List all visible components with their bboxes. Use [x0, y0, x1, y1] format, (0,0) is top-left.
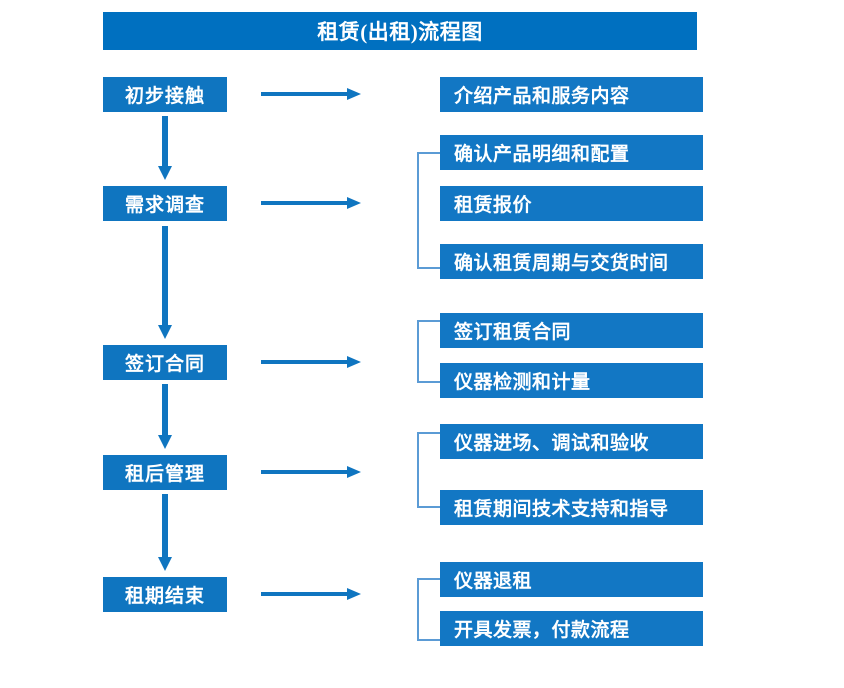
- group-bracket-icon: [417, 578, 441, 641]
- right-arrow-icon: [261, 587, 362, 601]
- group-bracket-icon: [417, 432, 441, 508]
- detail-box-introduce-products[interactable]: 介绍产品和服务内容: [440, 77, 703, 112]
- right-arrow-icon: [261, 465, 362, 479]
- down-arrow-icon: [154, 116, 176, 182]
- stage-box-initial-contact[interactable]: 初步接触: [103, 77, 227, 112]
- group-bracket-icon: [417, 152, 441, 269]
- detail-box-lease-quotation[interactable]: 租赁报价: [440, 186, 703, 221]
- stage-box-requirement-survey[interactable]: 需求调查: [103, 186, 227, 221]
- detail-box-instrument-inspection[interactable]: 仪器检测和计量: [440, 363, 703, 398]
- detail-box-instrument-entry-commissioning[interactable]: 仪器进场、调试和验收: [440, 424, 703, 459]
- group-bracket-icon: [417, 320, 441, 383]
- diagram-title: 租赁(出租)流程图: [103, 12, 697, 50]
- detail-box-instrument-return[interactable]: 仪器退租: [440, 562, 703, 597]
- stage-box-sign-contract[interactable]: 签订合同: [103, 345, 227, 380]
- detail-box-confirm-product-details[interactable]: 确认产品明细和配置: [440, 135, 703, 170]
- detail-box-invoice-payment[interactable]: 开具发票，付款流程: [440, 611, 703, 646]
- right-arrow-icon: [261, 87, 362, 101]
- stage-box-lease-end[interactable]: 租期结束: [103, 577, 227, 612]
- detail-box-confirm-lease-period[interactable]: 确认租赁周期与交货时间: [440, 244, 703, 279]
- down-arrow-icon: [154, 494, 176, 573]
- right-arrow-icon: [261, 196, 362, 210]
- right-arrow-icon: [261, 355, 362, 369]
- down-arrow-icon: [154, 226, 176, 341]
- detail-box-technical-support[interactable]: 租赁期间技术支持和指导: [440, 490, 703, 525]
- detail-box-sign-lease-contract[interactable]: 签订租赁合同: [440, 313, 703, 348]
- stage-box-post-lease-management[interactable]: 租后管理: [103, 455, 227, 490]
- down-arrow-icon: [154, 384, 176, 451]
